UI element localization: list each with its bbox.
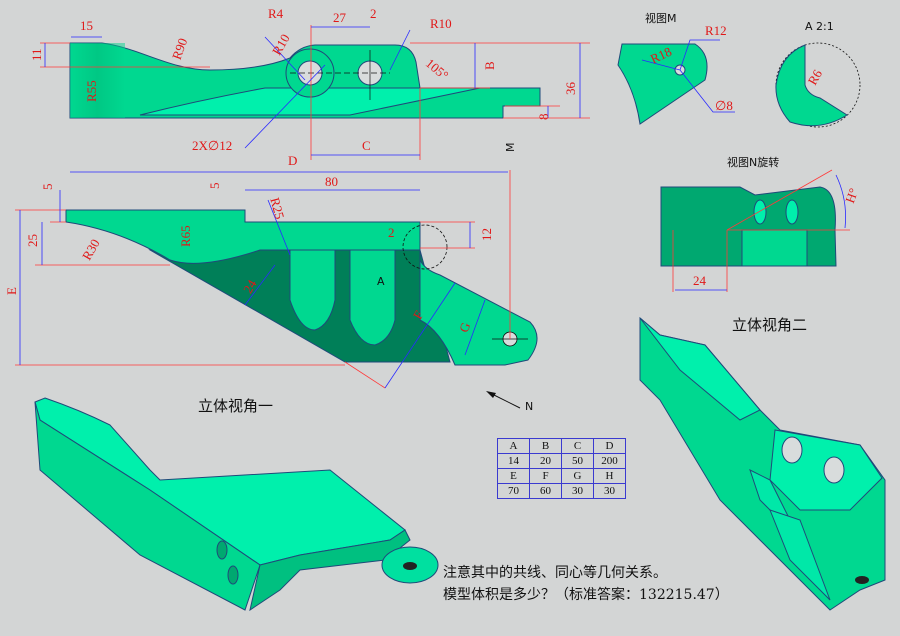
detail-a: A 2:1 R6: [775, 20, 861, 128]
param-header-f: F: [529, 468, 562, 484]
iso-view-2-caption: 立体视角二: [732, 316, 807, 334]
detail-a-title: A 2:1: [805, 20, 834, 33]
view-m-title: 视图M: [645, 11, 677, 25]
dim-r10-right: R10: [430, 16, 452, 31]
dim-r10-left: R10: [269, 31, 293, 57]
dim-dia8: ∅8: [715, 98, 733, 113]
dim-b: B: [482, 61, 497, 70]
dim-r12: R12: [705, 23, 727, 38]
dim-8: 8: [536, 114, 551, 121]
dim-d: D: [288, 153, 297, 168]
param-value-f: 60: [529, 483, 562, 499]
dim-c: C: [362, 138, 371, 153]
parameter-table: A B C D 14 20 50 200 E F G H 70 60 30 30: [497, 438, 626, 499]
dim-h-angle: H°: [842, 186, 861, 205]
note-geometry: 注意其中的共线、同心等几何关系。: [443, 565, 667, 581]
param-header-d: D: [593, 438, 626, 454]
dim-r65: R65: [178, 225, 193, 247]
dim-5-left: 5: [40, 184, 55, 191]
view-n: 视图N旋转 24 H°: [660, 155, 861, 292]
param-header-e: E: [497, 468, 530, 484]
param-header-h: H: [593, 468, 626, 484]
param-value-e: 70: [497, 483, 530, 499]
param-header-a: A: [497, 438, 530, 454]
table-row: A B C D: [497, 438, 626, 454]
dim-r90: R90: [169, 36, 191, 61]
iso-view-2: 立体视角二: [639, 316, 886, 611]
table-row: 14 20 50 200: [497, 453, 626, 469]
param-header-g: G: [561, 468, 594, 484]
dim-11: 11: [29, 48, 44, 61]
dim-24-view-n: 24: [693, 273, 707, 288]
note-volume-question: 模型体积是多少？（标准答案：132215.47）: [443, 587, 729, 603]
param-value-c: 50: [561, 453, 594, 469]
dim-2x-dia12: 2X∅12: [192, 138, 232, 153]
param-value-g: 30: [561, 483, 594, 499]
dim-80: 80: [325, 174, 338, 189]
view-n-label: N: [525, 400, 533, 413]
front-view: 5 5 80 R25 25 R30 R65 12 2 A 24 F G E: [4, 170, 538, 389]
dim-27: 27: [333, 10, 347, 25]
iso-view-1: 立体视角一: [34, 397, 439, 612]
dim-r55: R55: [84, 80, 99, 102]
dim-r6: R6: [805, 66, 826, 87]
param-value-a: 14: [497, 453, 530, 469]
dim-e: E: [4, 287, 19, 295]
dim-105-degree: 105°: [423, 55, 452, 82]
table-row: E F G H: [497, 468, 626, 484]
dim-2: 2: [370, 6, 377, 21]
dim-2-front: 2: [388, 225, 395, 240]
detail-a-marker: A: [377, 275, 385, 288]
view-m: 视图M R12 R18 ∅8: [617, 11, 735, 125]
param-value-b: 20: [529, 453, 562, 469]
dim-r25: R25: [267, 196, 287, 221]
dim-36: 36: [563, 82, 578, 96]
dim-12: 12: [479, 228, 494, 241]
iso-view-1-caption: 立体视角一: [198, 397, 273, 415]
dim-r30: R30: [79, 236, 103, 262]
param-value-h: 30: [593, 483, 626, 499]
dim-15: 15: [80, 18, 93, 33]
top-view: 15 R90 R4 27 2 R10 R10 105° B 36 11 R55 …: [29, 6, 590, 168]
param-header-b: B: [529, 438, 562, 454]
view-m-marker: M: [504, 143, 517, 153]
dim-r4: R4: [268, 6, 284, 21]
dim-25: 25: [25, 234, 40, 247]
table-row: 70 60 30 30: [497, 483, 626, 499]
param-value-d: 200: [593, 453, 626, 469]
dim-5-mid: 5: [207, 183, 222, 190]
view-n-arrow: N: [486, 391, 533, 413]
view-n-title: 视图N旋转: [727, 155, 779, 169]
param-header-c: C: [561, 438, 594, 454]
